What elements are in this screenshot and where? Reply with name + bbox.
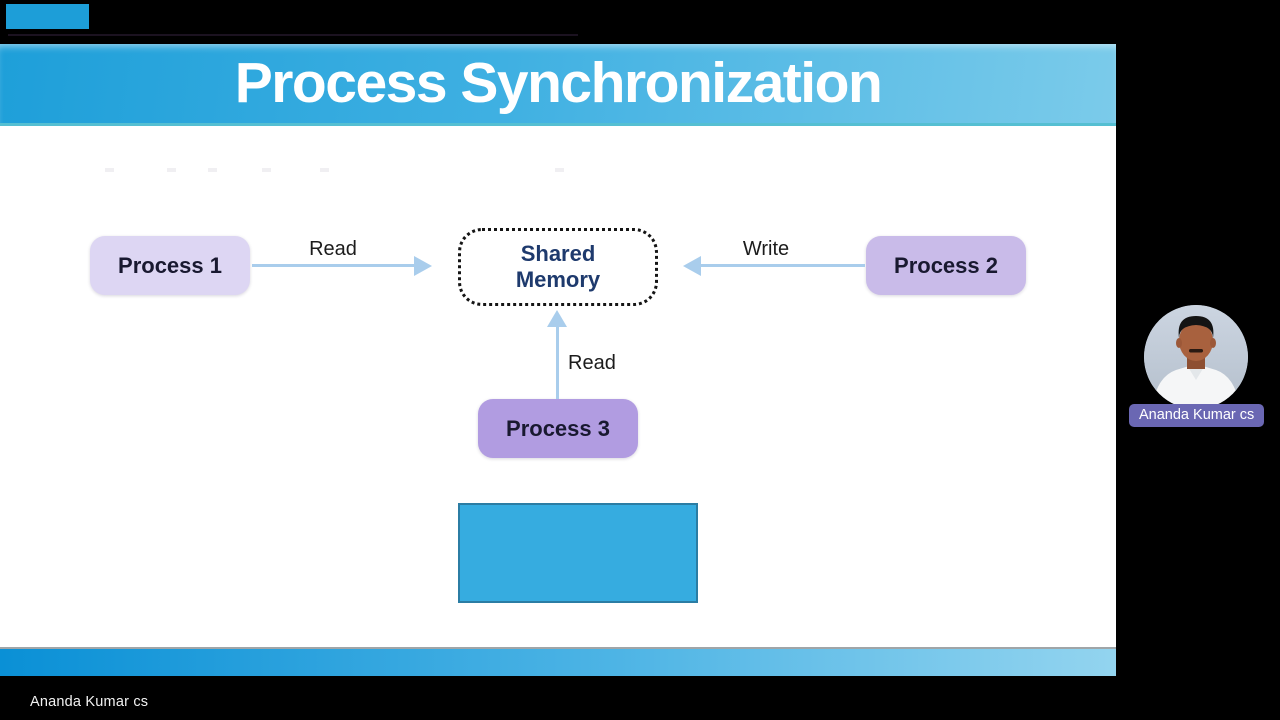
participant-tile[interactable]: Ananda Kumar cs [1116, 0, 1280, 720]
node-process-1-label: Process 1 [118, 252, 222, 278]
node-process-3: Process 3 [478, 399, 638, 458]
arrow-read-1-head-icon [414, 256, 432, 276]
participant-avatar [1144, 305, 1248, 409]
slide-title-banner: Process Synchronization [0, 44, 1116, 126]
arrow-read-1-line [252, 264, 415, 267]
arrow-read-2-line [556, 326, 559, 399]
shared-slide: Process Synchronization Process 1 Read S… [0, 44, 1116, 676]
edge-label-read-1: Read [309, 238, 357, 260]
faded-text-remnants [105, 168, 665, 174]
edge-label-read-2: Read [568, 352, 616, 374]
empty-highlight-rectangle [458, 503, 698, 603]
participant-name-badge: Ananda Kumar cs [1129, 404, 1265, 427]
shared-memory-line1: Shared [520, 241, 596, 266]
slide-top-shadow [8, 34, 578, 36]
presenter-name-label: Ananda Kumar cs [30, 694, 149, 710]
arrow-write-line [701, 264, 865, 267]
node-process-3-label: Process 3 [506, 415, 610, 441]
background-window-fragment [6, 4, 89, 29]
node-process-1: Process 1 [90, 236, 250, 295]
node-process-2: Process 2 [866, 236, 1026, 295]
slide-title: Process Synchronization [234, 51, 883, 115]
node-shared-memory: Shared Memory [458, 228, 658, 306]
person-photo-icon [1144, 305, 1248, 409]
arrow-write-head-icon [683, 256, 701, 276]
node-process-2-label: Process 2 [894, 252, 998, 278]
edge-label-write: Write [742, 238, 790, 260]
shared-memory-line2: Memory [515, 267, 601, 292]
arrow-read-2-head-icon [547, 310, 567, 327]
slide-bottom-accent-bar [0, 647, 1116, 676]
